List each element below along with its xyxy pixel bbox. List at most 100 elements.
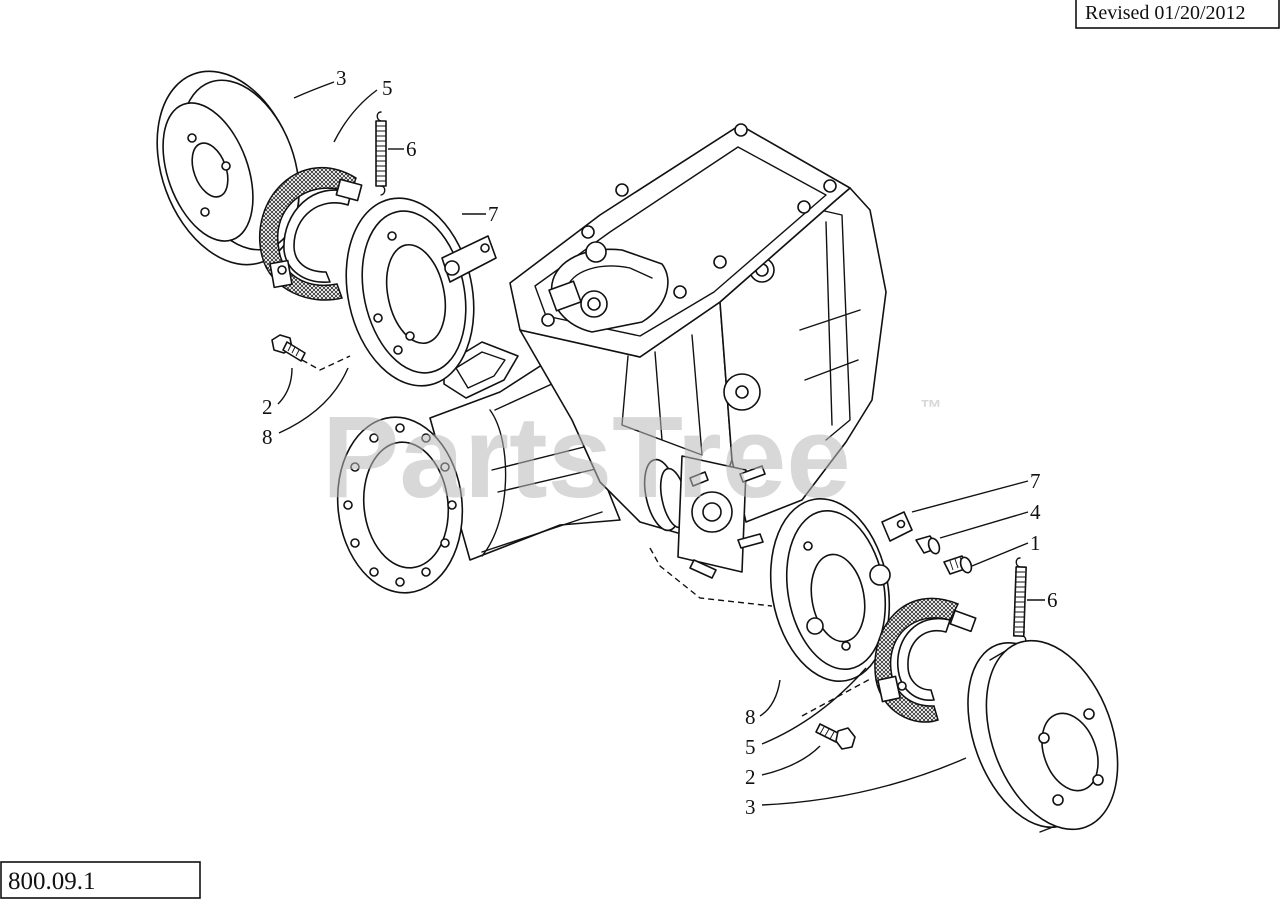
bolt-hole	[440, 538, 450, 548]
drum-center-hole	[1041, 712, 1099, 792]
bolt-head	[835, 727, 856, 750]
flange-bore	[362, 441, 450, 569]
top-plate-gasket	[534, 146, 827, 337]
callout-right-4: 4	[1030, 500, 1041, 524]
backing-plate-tab	[881, 511, 913, 542]
wheel-stud	[737, 533, 764, 549]
callout-right-7: 7	[1030, 469, 1041, 493]
hub-bore	[702, 502, 722, 522]
anchor-boss	[869, 564, 891, 586]
wheel-stud	[739, 465, 766, 483]
callout-left-5: 5	[382, 76, 393, 100]
callout-left-7: 7	[488, 202, 499, 226]
case-ribs	[621, 334, 703, 456]
right-bolt-4	[915, 535, 941, 555]
figure-number-box: 800.09.1	[0, 861, 201, 899]
bolt-head	[959, 556, 973, 574]
bolt-hole	[421, 567, 431, 577]
bolt-thread	[819, 726, 835, 740]
bolt-head	[927, 537, 941, 555]
callout-right-2: 2	[745, 765, 756, 789]
callout-right-6: 6	[1047, 588, 1058, 612]
shoe-web	[283, 189, 352, 283]
tab-hole	[480, 243, 490, 253]
transaxle-housing	[336, 123, 887, 594]
leader-left-3	[293, 81, 335, 99]
watermark-trademark: ™	[920, 395, 942, 420]
cover-block	[548, 280, 582, 312]
bolt-hole	[395, 577, 405, 587]
spring-turns	[1015, 571, 1025, 633]
tube-end-edge	[481, 409, 507, 557]
callout-right-3: 3	[745, 795, 756, 819]
leader-left-2	[277, 367, 293, 405]
right-brake-shoe	[874, 597, 977, 723]
right-spring	[1012, 557, 1027, 646]
drum-bolt-hole	[1083, 708, 1095, 720]
figure-number: 800.09.1	[8, 868, 96, 895]
callout-right-8: 8	[745, 705, 756, 729]
bolt-shank	[282, 341, 306, 362]
plate-hole	[803, 541, 813, 551]
shoe-bracket-top	[949, 609, 977, 633]
plate-hole	[405, 331, 415, 341]
figure-number-frame	[0, 861, 201, 899]
right-assembly-dashline	[649, 547, 773, 607]
right-brake-drum	[967, 639, 1119, 833]
actuator-boss	[444, 260, 460, 276]
leader-right-1	[971, 542, 1029, 567]
bolt-hole	[823, 179, 837, 193]
revision-box: Revised 01/20/2012	[1075, 0, 1280, 29]
drum-bolt-hole	[1052, 794, 1064, 806]
leader-left-8	[278, 367, 349, 434]
bolt-hole	[421, 433, 431, 443]
right-backing-plate	[769, 498, 913, 682]
watermark-brand: PartsTree	[322, 392, 851, 522]
bolt-hole	[369, 567, 379, 577]
callout-labels: 3 5 6 7 2 8 7 4 1 6 8 5 2 3	[262, 66, 1058, 819]
leader-right-4	[939, 511, 1029, 539]
bolt-hole	[581, 225, 595, 239]
left-bolt	[271, 334, 306, 362]
shoe-web	[897, 617, 951, 701]
bolt-hole	[447, 500, 457, 510]
bolt-hole	[395, 423, 405, 433]
left-spring	[375, 111, 387, 196]
bolt-hole	[440, 462, 450, 472]
shoe-dashline	[801, 677, 873, 717]
wheel-stud	[689, 471, 709, 487]
callout-left-8: 8	[262, 425, 273, 449]
bolt-hole	[713, 255, 727, 269]
callout-left-3: 3	[336, 66, 347, 90]
drum-bolt-hole	[187, 133, 197, 143]
bolt-hole	[350, 462, 360, 472]
drum-bolt-hole	[1092, 774, 1104, 786]
shaft-hole	[587, 297, 601, 311]
plate-hole	[393, 345, 403, 355]
plate-hole	[387, 231, 397, 241]
leader-lines	[277, 81, 1045, 806]
callout-right-5: 5	[745, 735, 756, 759]
tube-webbing	[481, 377, 613, 553]
leader-right-8	[759, 679, 781, 717]
tab-hole	[896, 519, 906, 529]
spring-coil	[375, 120, 387, 187]
upper-boss	[585, 241, 607, 263]
revision-frame	[1075, 0, 1280, 29]
inspection-hole	[735, 385, 749, 399]
callout-left-2: 2	[262, 395, 273, 419]
shoe-bracket-bottom	[877, 675, 901, 703]
plate-hole	[841, 641, 851, 651]
leader-right-3	[761, 757, 967, 806]
spring-turns	[376, 125, 386, 182]
bolt-hole	[541, 313, 555, 327]
callout-left-6: 6	[406, 137, 417, 161]
leader-right-2	[761, 745, 821, 776]
drum-bolt-hole	[1038, 732, 1050, 744]
drum-bolt-hole	[200, 207, 210, 217]
watermark: PartsTree ™	[322, 392, 942, 522]
revision-date: Revised 01/20/2012	[1085, 2, 1246, 24]
shoe-pin	[897, 681, 907, 691]
left-brake-shoe	[259, 166, 363, 301]
